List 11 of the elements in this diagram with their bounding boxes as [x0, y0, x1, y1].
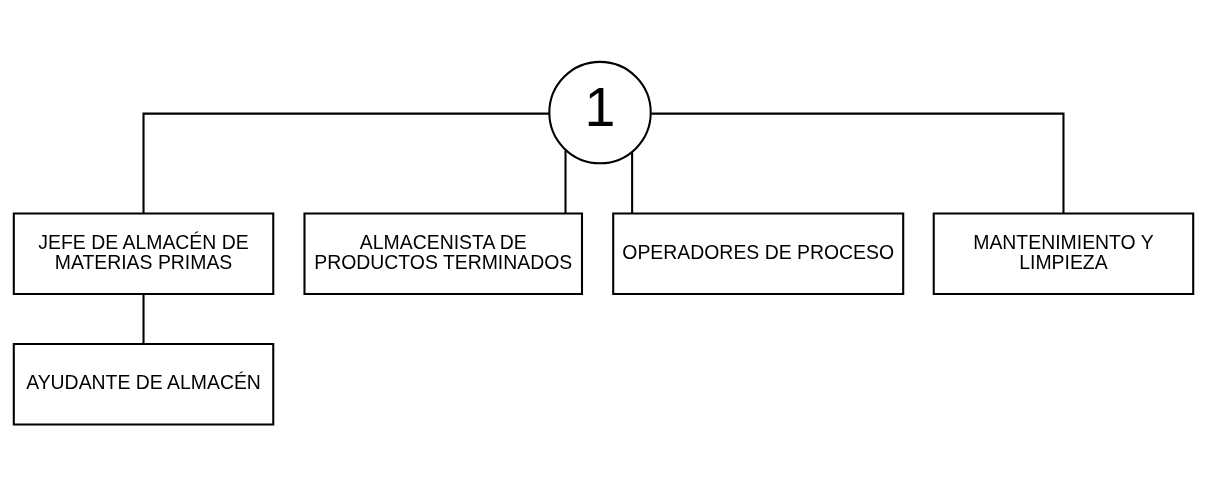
node-circle: 1: [548, 60, 652, 164]
connector: [651, 112, 1065, 213]
node-box: ALMACENISTA DE PRODUCTOS TERMINADOS: [303, 212, 584, 295]
connector: [631, 151, 634, 213]
node-box: OPERADORES DE PROCESO: [612, 212, 905, 295]
node-box: AYUDANTE DE ALMACÉN: [12, 342, 275, 425]
connector: [564, 149, 567, 213]
node-box: JEFE DE ALMACÉN DE MATERIAS PRIMAS: [12, 212, 275, 295]
node-box: MANTENIMIENTO Y LIMPIEZA: [932, 212, 1195, 295]
connector: [142, 293, 145, 344]
connector: [142, 112, 549, 213]
